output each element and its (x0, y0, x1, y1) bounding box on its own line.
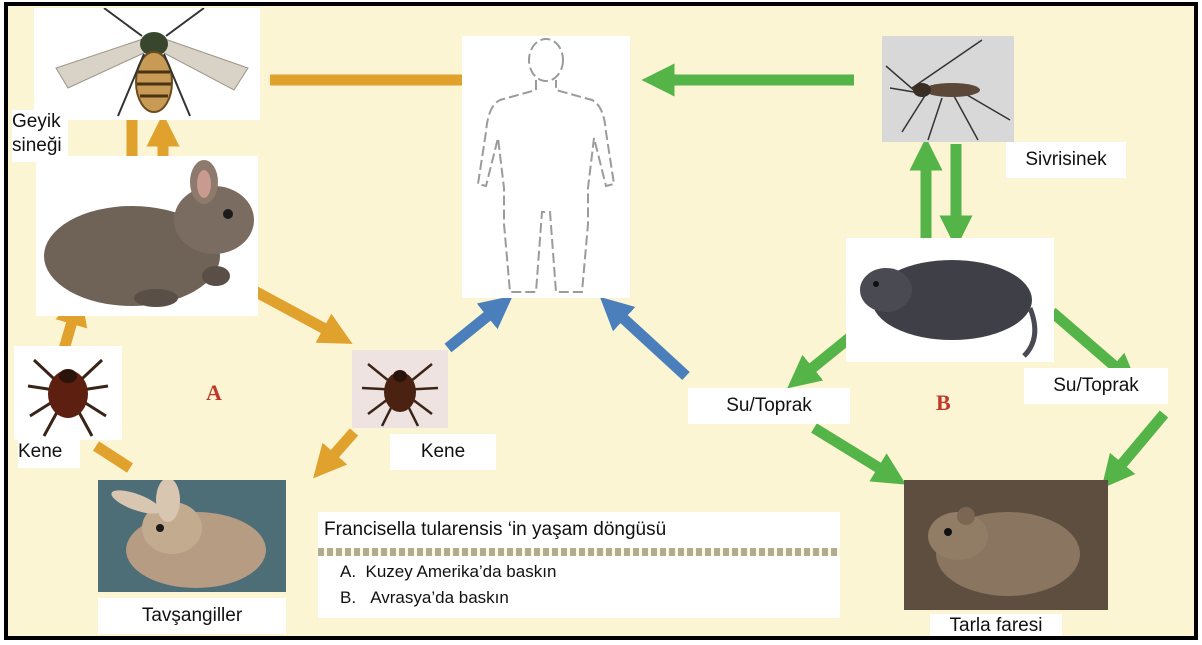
arrow-soil-to-human (612, 308, 686, 376)
arrow-tick-to-human (448, 306, 500, 348)
field-mouse-image (904, 480, 1108, 610)
vole-image (846, 238, 1054, 362)
vole-icon (846, 238, 1054, 362)
arrow-soil-left-to-mouse (814, 428, 892, 476)
tick-center-image (352, 350, 448, 428)
caption-divider (318, 548, 840, 556)
arrow-hare-to-tick-left (96, 446, 130, 468)
label-sivrisinek: Sivrisinek (1006, 142, 1126, 178)
tick-icon (352, 350, 448, 428)
mosquito-icon (882, 36, 1014, 142)
field-mouse-icon (904, 480, 1108, 610)
label-su-toprak-right: Su/Toprak (1024, 368, 1168, 404)
arrow-vole-to-soil-right (1052, 312, 1126, 376)
arrow-soil-right-to-mouse (1112, 414, 1164, 476)
caption-item-b: B. Avrasya’da baskın (340, 586, 509, 610)
deer-fly-icon (34, 8, 260, 120)
label-kene-left: Kene (18, 440, 80, 468)
human-image (462, 36, 630, 298)
tick-icon (14, 346, 122, 440)
hare-icon (98, 480, 286, 592)
arrow-tick-to-hare (324, 432, 354, 466)
caption-list: A. Kuzey Amerika’da baskın B. Avrasya’da… (318, 556, 840, 618)
caption-item-a: A. Kuzey Amerika’da baskın (340, 560, 556, 584)
tick-left-image (14, 346, 122, 440)
label-tarla-faresi: Tarla faresi (930, 614, 1062, 638)
caption-item-a-marker: A. (340, 562, 356, 581)
rabbit-image (36, 156, 258, 316)
cycle-a-letter: A (206, 380, 222, 406)
caption-title-box: Francisella tularensis ‘in yaşam döngüsü (318, 512, 840, 548)
caption-item-b-marker: B. (340, 588, 356, 607)
mosquito-image (882, 36, 1014, 142)
rabbit-icon (36, 156, 258, 316)
label-su-toprak-left: Su/Toprak (688, 388, 850, 424)
deer-fly-image (34, 8, 260, 120)
caption-title: Francisella tularensis ‘in yaşam döngüsü (324, 519, 666, 541)
diagram-frame: Geyik sineği Kene Kene A (4, 2, 1198, 640)
caption-item-a-text: Kuzey Amerika’da baskın (366, 562, 557, 581)
human-silhouette-icon (462, 36, 630, 298)
cycle-b-letter: B (936, 390, 951, 416)
label-geyik-sinegi: Geyik sineği (12, 110, 68, 162)
label-kene-center: Kene (390, 434, 496, 470)
label-tavsangiller: Tavşangiller (98, 598, 286, 634)
hare-image (98, 480, 286, 592)
caption-item-b-text: Avrasya’da baskın (370, 588, 509, 607)
